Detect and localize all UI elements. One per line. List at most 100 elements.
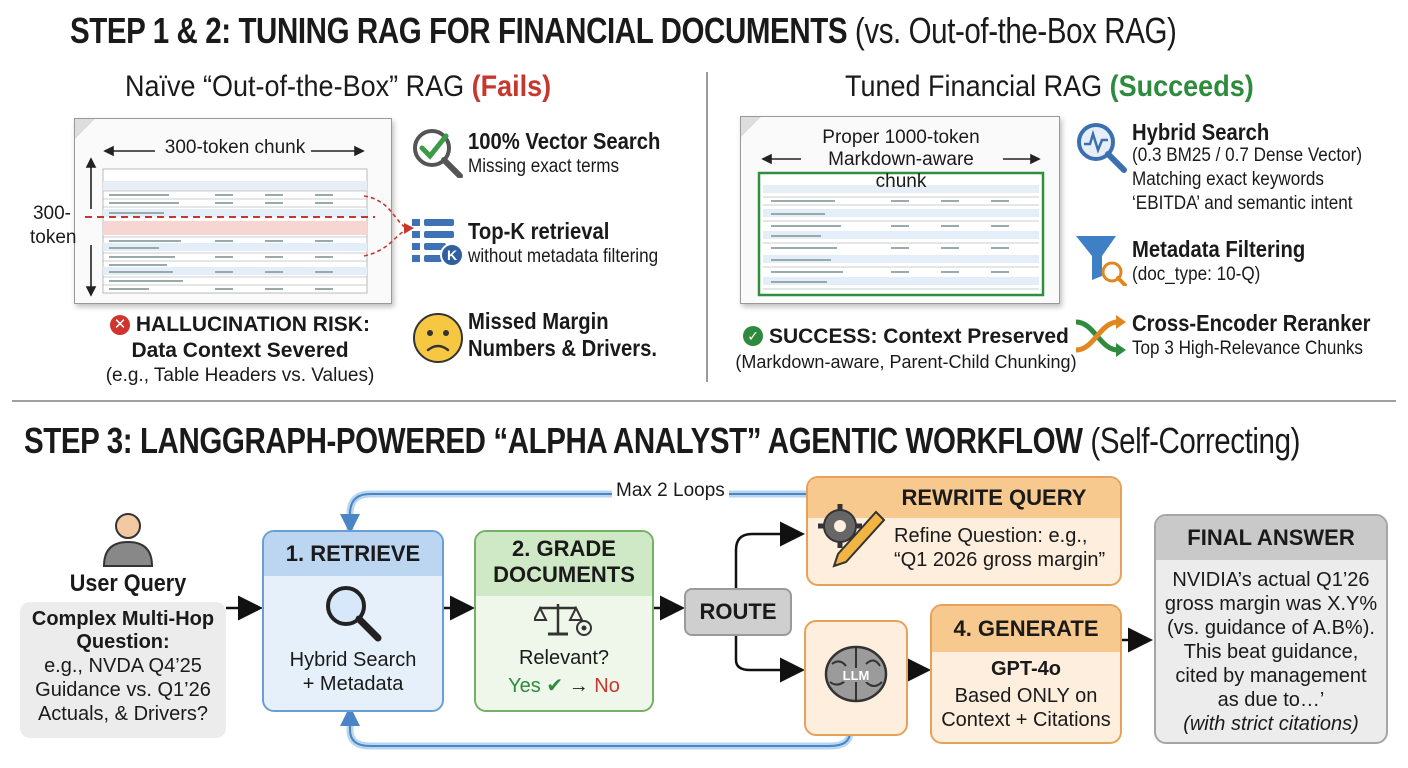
hybrid-search-icon: [1077, 123, 1127, 173]
error-x-icon: ✕: [110, 315, 131, 335]
funnel-icon: [1076, 236, 1127, 286]
tuned-feature-reranker: Cross-Encoder Reranker Top 3 High-Releva…: [1132, 310, 1403, 362]
naive-title-text: Naïve “Out-of-the-Box” RAG: [125, 70, 465, 103]
workflow-connectors: [226, 490, 1153, 750]
tuned-chunk-label-line2: Markdown-aware chunk: [828, 149, 974, 192]
tuned-document: Proper 1000-token Markdown-aware chunk: [740, 116, 1060, 304]
naive-document-graphic: [75, 119, 375, 297]
scale-gear-icon: [534, 604, 592, 636]
tuned-chunk-label: Proper 1000-token Markdown-aware chunk: [801, 127, 1001, 193]
question-line: e.g., NVDA Q4’25: [44, 655, 202, 677]
tuned-title: Tuned Financial RAG (Succeeds): [845, 70, 1254, 104]
brain-icon: [824, 645, 888, 703]
step3-title-suffix: (Self-Correcting): [1090, 420, 1300, 461]
generate-node: 4. GENERATE GPT-4o Based ONLY on Context…: [930, 604, 1122, 744]
naive-feature-title: 100% Vector Search: [468, 128, 661, 154]
naive-document: 300-token chunk: [74, 118, 392, 304]
step3-title: STEP 3: LANGGRAPH-POWERED “ALPHA ANALYST…: [24, 420, 1300, 462]
risk-sub: (e.g., Table Headers vs. Values): [105, 365, 375, 386]
grade-yes: Yes: [508, 675, 541, 697]
rewrite-line: “Q1 2026 gross margin”: [894, 549, 1106, 571]
naive-feature-sub: Missing exact terms: [468, 156, 620, 177]
question-title-line2: Question:: [76, 631, 170, 653]
tuned-document-graphic: [741, 117, 1045, 297]
section-divider-vertical: [706, 72, 708, 382]
naive-side-label: 300- token: [30, 202, 77, 250]
rewrite-line: Refine Question: e.g.,: [894, 525, 1088, 547]
final-line: gross margin was X.Y%: [1164, 593, 1378, 615]
naive-feature-title-line2: Numbers & Drivers.: [468, 335, 657, 361]
page-fold: [75, 119, 95, 139]
grade-arrow: →: [568, 675, 589, 697]
magnifier-icon: [326, 586, 382, 642]
main-title: STEP 1 & 2: TUNING RAG FOR FINANCIAL DOC…: [70, 10, 1177, 52]
llm-label: LLM: [842, 668, 870, 683]
section-divider-horizontal: [12, 400, 1396, 402]
main-title-suffix: (vs. Out-of-the-Box RAG): [854, 10, 1177, 51]
final-title: FINAL ANSWER: [1156, 516, 1386, 560]
grade-title-line2: DOCUMENTS: [493, 562, 635, 587]
generate-title: 4. GENERATE: [932, 606, 1120, 652]
naive-side-label-line2: token: [30, 227, 77, 248]
success-check-icon: ✓: [743, 326, 764, 346]
tuned-title-text: Tuned Financial RAG: [845, 70, 1103, 103]
loop-label: Max 2 Loops: [612, 480, 729, 502]
generate-line: Context + Citations: [941, 709, 1111, 731]
sad-face-icon: [413, 313, 463, 363]
final-line: cited by management: [1175, 665, 1367, 687]
question-line: Guidance vs. Q1’26: [35, 679, 211, 701]
tuned-feature-title: Hybrid Search: [1132, 119, 1270, 145]
tuned-feature-metadata: Metadata Filtering (doc_type: 10-Q): [1132, 236, 1329, 288]
tuned-feature-title: Cross-Encoder Reranker: [1132, 310, 1371, 336]
step3-title-text: STEP 3: LANGGRAPH-POWERED “ALPHA ANALYST…: [24, 420, 1083, 461]
shuffle-icon: [1075, 315, 1126, 357]
retrieve-line: Hybrid Search: [289, 649, 417, 671]
rewrite-node: REWRITE QUERY Refine Question: e.g., “Q1…: [806, 476, 1122, 586]
success-sub: (Markdown-aware, Parent-Child Chunking): [735, 352, 1077, 372]
grade-node: 2. GRADE DOCUMENTS Relevant? Yes ✔ → No: [474, 530, 654, 712]
tuned-feature-line: (doc_type: 10-Q): [1132, 264, 1261, 285]
question-line: Actuals, & Drivers?: [37, 703, 209, 725]
llm-node: LLM: [804, 620, 908, 736]
hallucination-risk: ✕ HALLUCINATION RISK: Data Context Sever…: [70, 312, 410, 388]
svg-text:K: K: [447, 247, 457, 263]
final-line: This beat guidance,: [1183, 641, 1359, 663]
naive-title-tag: (Fails): [471, 70, 552, 103]
final-note: (with strict citations): [1183, 713, 1359, 735]
tuned-title-tag: (Succeeds): [1109, 70, 1254, 103]
user-question-box: Complex Multi-Hop Question: e.g., NVDA Q…: [20, 602, 226, 738]
naive-feature-topk: Top-K retrieval without metadata filteri…: [468, 218, 679, 268]
question-title-line1: Complex Multi-Hop: [31, 608, 215, 630]
naive-table: [85, 168, 375, 294]
user-avatar-icon: [102, 513, 154, 567]
tuned-feature-line: (0.3 BM25 / 0.7 Dense Vector): [1132, 145, 1363, 166]
final-line: (vs. guidance of A.B%).: [1167, 617, 1375, 639]
tuned-feature-hybrid: Hybrid Search (0.3 BM25 / 0.7 Dense Vect…: [1132, 120, 1388, 216]
gear-pencil-icon: [818, 504, 886, 568]
retrieve-node: 1. RETRIEVE Hybrid Search + Metadata: [262, 530, 444, 712]
route-node: ROUTE: [684, 588, 792, 636]
green-check-icon: ✔: [546, 675, 564, 697]
tuned-feature-title: Metadata Filtering: [1132, 236, 1306, 262]
risk-title-line2: Data Context Severed: [131, 339, 349, 362]
main-title-text: STEP 1 & 2: TUNING RAG FOR FINANCIAL DOC…: [70, 10, 848, 51]
tuned-feature-line: ‘EBITDA’ and semantic intent: [1132, 193, 1353, 214]
grade-title-line1: 2. GRADE: [512, 536, 616, 561]
retrieve-line: + Metadata: [302, 673, 404, 695]
grade-question: Relevant?: [518, 647, 610, 669]
risk-title-line1: HALLUCINATION RISK:: [135, 313, 370, 336]
naive-feature-title: Top-K retrieval: [468, 218, 610, 244]
list-k-icon: K: [412, 219, 464, 267]
tuned-feature-line: Matching exact keywords: [1132, 169, 1324, 190]
success-title: SUCCESS: Context Preserved: [768, 325, 1069, 348]
final-answer-node: FINAL ANSWER NVIDIA’s actual Q1’26 gross…: [1154, 514, 1388, 744]
generate-model: GPT-4o: [990, 658, 1061, 680]
naive-feature-missed: Missed Margin Numbers & Drivers.: [468, 308, 683, 362]
naive-dashed-arrows: [363, 195, 414, 257]
final-line: as due to…’: [1217, 689, 1325, 711]
retrieve-title: 1. RETRIEVE: [264, 532, 442, 576]
naive-feature-vector-search: 100% Vector Search Missing exact terms: [468, 128, 687, 178]
generate-line: Based ONLY on: [954, 685, 1098, 707]
naive-feature-title-line1: Missed Margin: [468, 308, 609, 334]
check-magnifier-icon: [413, 129, 463, 178]
